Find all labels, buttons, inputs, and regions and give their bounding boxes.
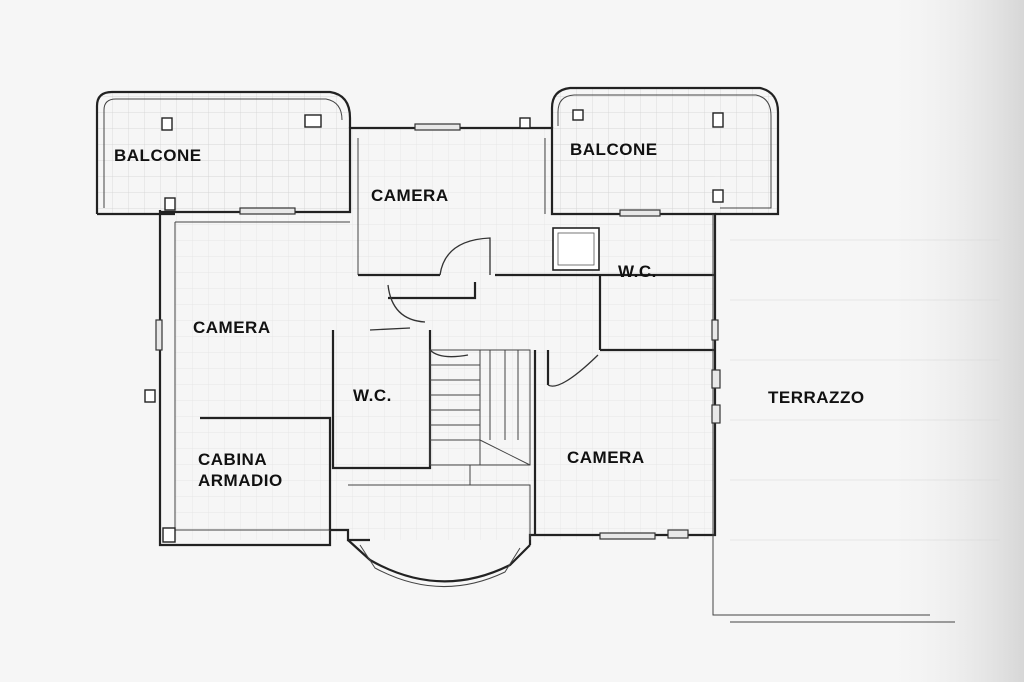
doors <box>369 237 599 387</box>
label-wc-center: W.C. <box>353 386 392 405</box>
balcony-right-outline <box>550 86 780 216</box>
label-terrazzo: TERRAZZO <box>768 388 865 407</box>
wall-camera-right-left <box>533 350 550 535</box>
label-balcone-left: BALCONE <box>114 146 202 165</box>
balcony-right-inner <box>557 94 772 209</box>
wall-terrace-edge <box>712 214 930 616</box>
staircase <box>429 349 531 485</box>
label-cabina: CABINA <box>198 450 268 469</box>
scan-shading <box>880 0 1024 682</box>
bay-window <box>347 539 531 583</box>
label-wc-top: W.C. <box>618 262 657 281</box>
exterior-wall-inner-top <box>175 138 546 275</box>
balcony-left-inner <box>103 98 343 208</box>
label-balcone-right: BALCONE <box>570 140 658 159</box>
terrace-grid <box>730 239 1000 541</box>
shower-tray <box>552 227 600 271</box>
label-armadio: ARMADIO <box>198 471 283 490</box>
label-camera-left: CAMERA <box>193 318 271 337</box>
wall-camera-right-top <box>598 275 715 352</box>
wall-cabina <box>200 416 332 530</box>
windows <box>155 123 721 540</box>
label-camera-right: CAMERA <box>567 448 645 467</box>
bay-window-inner <box>359 544 521 587</box>
bay-window-sill <box>348 484 531 540</box>
label-camera-top: CAMERA <box>371 186 449 205</box>
wall-corridor <box>388 282 477 300</box>
interior-floor <box>175 128 715 540</box>
exterior-wall-top <box>160 126 717 545</box>
balcony-left-outline <box>95 90 352 214</box>
pillars <box>144 109 724 543</box>
